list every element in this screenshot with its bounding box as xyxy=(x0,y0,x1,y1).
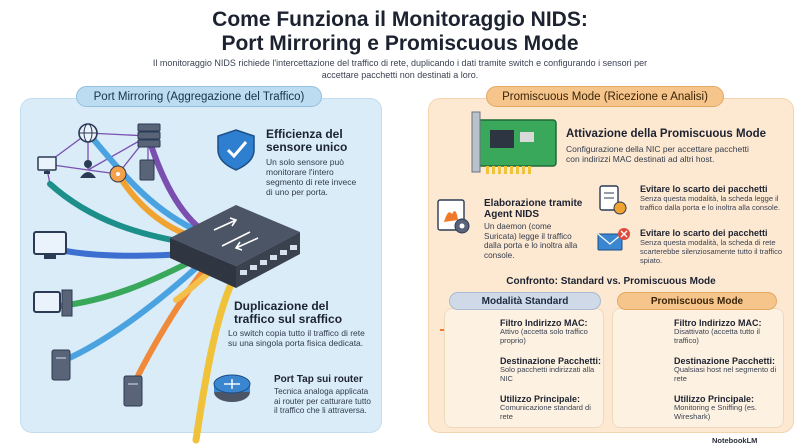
person-icon xyxy=(80,160,96,178)
pro-row-2: Destinazione Pacchetti: Qualsiasi host n… xyxy=(674,356,782,384)
pro-row-2-text: Qualsiasi host nel segmento di rete xyxy=(674,365,777,383)
standard-mode-card xyxy=(444,308,604,428)
std-row-1-text: Attivo (accetta solo traffico proprio) xyxy=(500,327,588,345)
avoid-drop-block-1: Evitare lo scarto dei pacchetti Senza qu… xyxy=(640,184,788,213)
title-line-2: Port Mirroring e Promiscuous Mode xyxy=(221,32,579,55)
nic-card-icon xyxy=(471,111,557,174)
pro-row-1-text: Disattivato (accetta tutto il traffico) xyxy=(674,327,760,345)
std-row-2-text: Solo pacchetti indirizzati alla NIC xyxy=(500,365,595,383)
brand-label: NotebookLM xyxy=(712,436,758,445)
desktop-monitor-icon xyxy=(33,231,67,259)
agent-title-2: Agent NIDS xyxy=(484,209,539,220)
efficiency-title-1: Efficienza del xyxy=(266,127,343,141)
pro-row-3-title: Utilizzo Principale: xyxy=(674,394,755,404)
switch-icon xyxy=(170,205,300,288)
globe-icon xyxy=(78,123,98,143)
porttap-title: Port Tap sui router xyxy=(274,374,363,385)
std-row-3: Utilizzo Principale: Comunicazione stand… xyxy=(500,394,604,422)
hub-icon xyxy=(109,165,127,183)
avoid-drop-text-1: Senza questa modalità, la scheda legge i… xyxy=(640,194,780,212)
efficiency-text: Un solo sensore può monitorare l'intero … xyxy=(266,157,357,197)
pro-row-2-title: Destinazione Pacchetti: xyxy=(674,356,776,366)
workstation-icon xyxy=(33,289,73,317)
pro-row-3: Utilizzo Principale: Monitoring e Sniffi… xyxy=(674,394,782,422)
duplication-title-1: Duplicazione del xyxy=(234,299,329,313)
standard-mode-heading: Modalità Standard xyxy=(449,292,601,310)
std-row-1-title: Filtro Indirizzo MAC: xyxy=(500,318,588,328)
duplication-block: Duplicazione del traffico sul sraffico xyxy=(234,300,378,326)
pro-row-1: Filtro Indirizzo MAC: Disattivato (accet… xyxy=(674,318,782,346)
tower-icon xyxy=(139,159,155,181)
port-mirroring-heading: Port Mirroring (Aggregazione del Traffic… xyxy=(76,86,322,107)
agent-block: Elaborazione tramite Agent NIDS Un daemo… xyxy=(484,198,588,260)
shield-check-icon xyxy=(217,129,255,171)
porttap-block: Port Tap sui router Tecnica analoga appl… xyxy=(274,374,374,416)
title-line-1: Come Funziona il Monitoraggio NIDS: xyxy=(212,8,588,31)
avoid-drop-title-1: Evitare lo scarto dei pacchetti xyxy=(640,184,768,194)
duplication-title-2: traffico sul sraffico xyxy=(234,312,343,326)
server-tower-icon-1 xyxy=(51,349,71,381)
agent-text: Un daemon (come Suricata) legge il traff… xyxy=(484,222,578,260)
page-title: Come Funziona il Monitoraggio NIDS: Port… xyxy=(0,8,800,56)
pro-row-1-title: Filtro Indirizzo MAC: xyxy=(674,318,762,328)
router-icon xyxy=(213,374,251,402)
efficiency-block: Efficienza del sensore unico Un solo sen… xyxy=(266,127,376,198)
promiscuous-mode-heading: Promiscuous Mode (Ricezione e Analisi) xyxy=(486,86,724,107)
server-tower-icon-2 xyxy=(123,375,143,407)
comparison-title: Confronto: Standard vs. Promiscuous Mode xyxy=(506,276,716,287)
std-row-1: Filtro Indirizzo MAC: Attivo (accetta so… xyxy=(500,318,604,346)
server-rack-icon xyxy=(137,123,161,148)
envelope-blocked-icon xyxy=(597,228,630,251)
std-row-2-title: Destinazione Pacchetti: xyxy=(500,356,602,366)
activation-block: Attivazione della Promiscuous Mode Confi… xyxy=(566,128,788,164)
page-subtitle: Il monitoraggio NIDS richiede l'intercet… xyxy=(152,58,648,80)
agent-title-1: Elaborazione tramite xyxy=(484,198,583,209)
pro-row-3-text: Monitoring e Sniffing (es. Wireshark) xyxy=(674,403,757,421)
std-row-3-title: Utilizzo Principale: xyxy=(500,394,581,404)
avoid-drop-text-2: Senza questa modalità, la scheda di rete… xyxy=(640,238,783,265)
monitor-small-icon xyxy=(37,156,57,174)
promiscuous-mode-column-heading: Promiscuous Mode xyxy=(617,292,777,310)
document-gear-icon xyxy=(599,185,627,215)
avoid-drop-block-2: Evitare lo scarto dei pacchetti Senza qu… xyxy=(640,228,788,265)
duplication-text: Lo switch copia tutto il traffico di ret… xyxy=(228,328,365,348)
efficiency-title-2: sensore unico xyxy=(266,140,348,154)
activation-text: Configurazione della NIC per accettare p… xyxy=(566,144,749,164)
activation-title: Attivazione della Promiscuous Mode xyxy=(566,128,767,140)
std-row-2: Destinazione Pacchetti: Solo pacchetti i… xyxy=(500,356,604,384)
promiscuous-mode-card xyxy=(612,308,784,428)
porttap-text: Tecnica analoga applicata ai router per … xyxy=(274,387,371,416)
agent-gear-icon xyxy=(437,199,470,234)
avoid-drop-title-2: Evitare lo scarto dei pacchetti xyxy=(640,228,768,238)
std-row-3-text: Comunicazione standard di rete xyxy=(500,403,591,421)
